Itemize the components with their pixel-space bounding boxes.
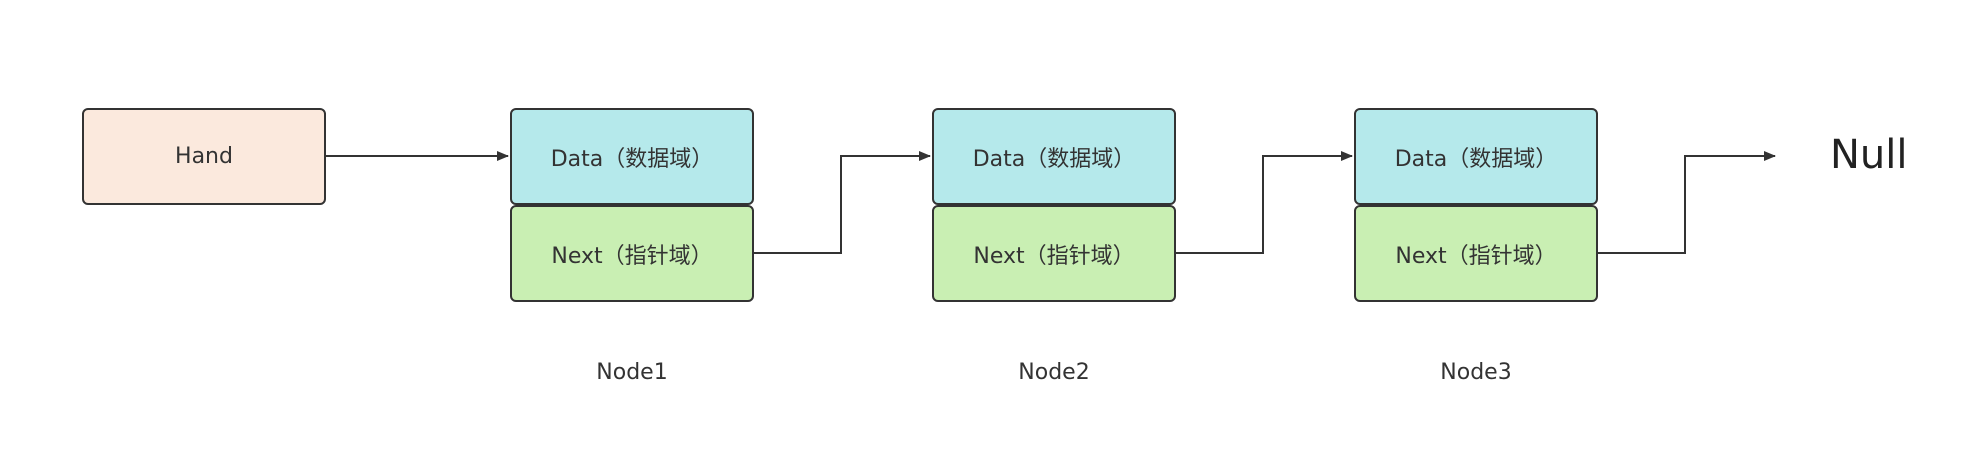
node2-next-field: Next（指针域） [932, 205, 1176, 302]
node3-next-label: Next（指针域） [1395, 243, 1557, 269]
node1-name: Node1 [596, 360, 668, 385]
null-terminal: Null [1830, 132, 1908, 178]
node3-name: Node3 [1440, 360, 1512, 385]
node2-next-label: Next（指针域） [973, 243, 1135, 269]
head-box: Hand [82, 108, 326, 205]
arrow-node3-to-null [1596, 151, 1776, 254]
node2-data-field: Data（数据域） [932, 108, 1176, 205]
node2-name: Node2 [1018, 360, 1090, 385]
node3-data-label: Data（数据域） [1394, 146, 1558, 172]
arrow-node2-to-node3 [1174, 151, 1353, 254]
node1-data-field: Data（数据域） [510, 108, 754, 205]
arrow-node1-to-node2 [752, 151, 931, 254]
node2-data-label: Data（数据域） [972, 146, 1136, 172]
node3-next-field: Next（指针域） [1354, 205, 1598, 302]
head-label: Hand [175, 144, 233, 169]
node1-next-label: Next（指针域） [551, 243, 713, 269]
node1-next-field: Next（指针域） [510, 205, 754, 302]
node3-data-field: Data（数据域） [1354, 108, 1598, 205]
node1-data-label: Data（数据域） [550, 146, 714, 172]
